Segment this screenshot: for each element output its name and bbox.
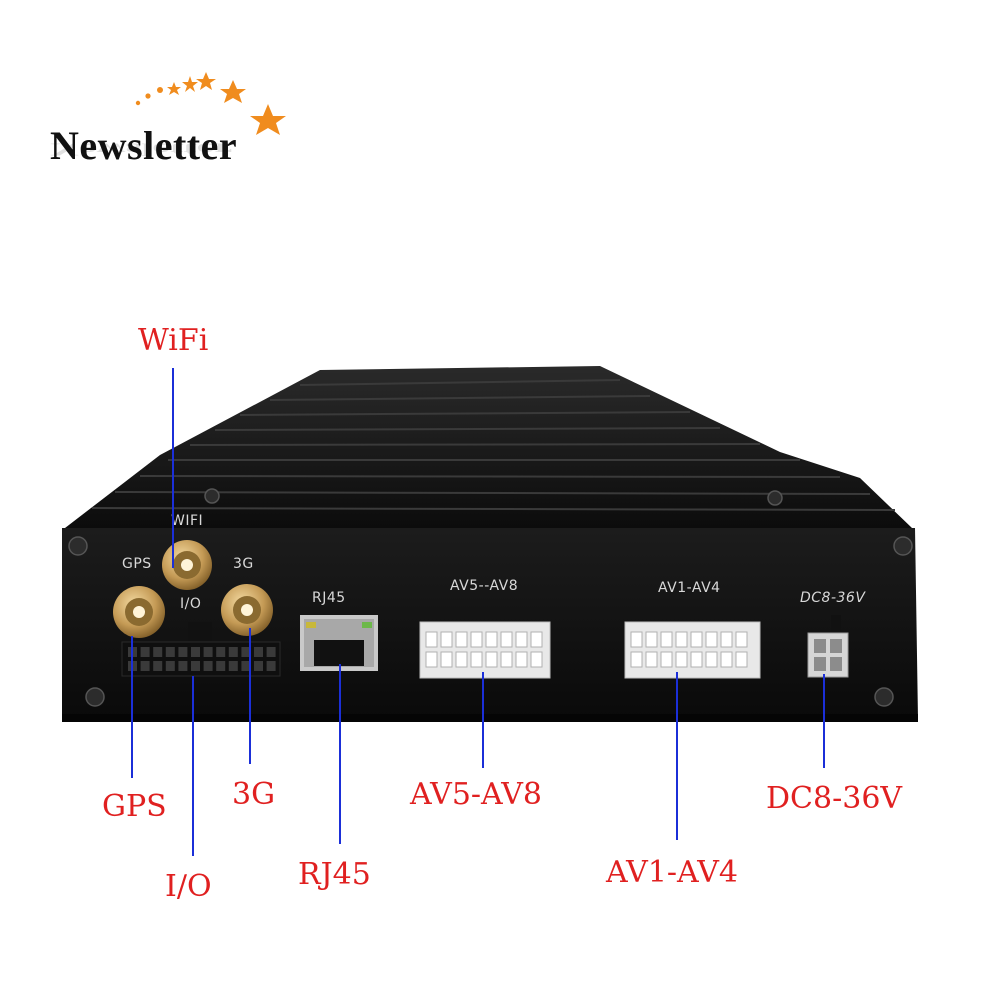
logo-text: Newsletter [50,123,238,168]
av5-av8-connector [419,621,551,679]
3g-antenna-connector [221,584,273,636]
leader-line-rj45 [339,664,341,844]
av1-av4-connector [624,621,761,679]
leader-line-wifi [172,368,174,568]
callout-io: I/O [165,869,212,904]
io-terminal-block [121,622,281,677]
panel-label-wifi: WIFI [171,513,204,529]
panel-label-gps: GPS [122,556,152,572]
leader-line-3g [249,628,251,764]
leader-line-dc [823,674,825,768]
panel-label-io: I/O [180,596,202,612]
callout-av5-av8: AV5-AV8 [410,777,542,812]
dc-power-connector [807,615,849,678]
callout-av1-av4: AV1-AV4 [606,855,738,890]
leader-line-av1-av4 [676,672,678,840]
leader-line-av5-av8 [482,672,484,768]
wifi-antenna-connector [162,540,212,590]
stars-icon [135,72,286,135]
callout-3g: 3G [232,777,276,812]
panel-label-av5-av8: AV5--AV8 [450,578,519,594]
panel-label-rj45: RJ45 [312,590,346,606]
callout-wifi: WiFi [138,323,209,358]
leader-line-io [192,676,194,856]
panel-label-dc: DC8-36V [800,590,866,606]
panel-label-3g: 3G [233,556,254,572]
leader-line-gps [131,636,133,778]
callout-dc: DC8-36V [766,781,903,816]
screws [68,488,913,707]
rj45-port [300,615,378,671]
gps-antenna-connector [113,586,165,638]
panel-label-av1-av4: AV1-AV4 [658,580,721,596]
heatsink [65,366,912,528]
newsletter-logo: Newsletter Newsletter [40,60,320,190]
callout-gps: GPS [102,789,167,824]
callout-rj45: RJ45 [298,857,371,892]
